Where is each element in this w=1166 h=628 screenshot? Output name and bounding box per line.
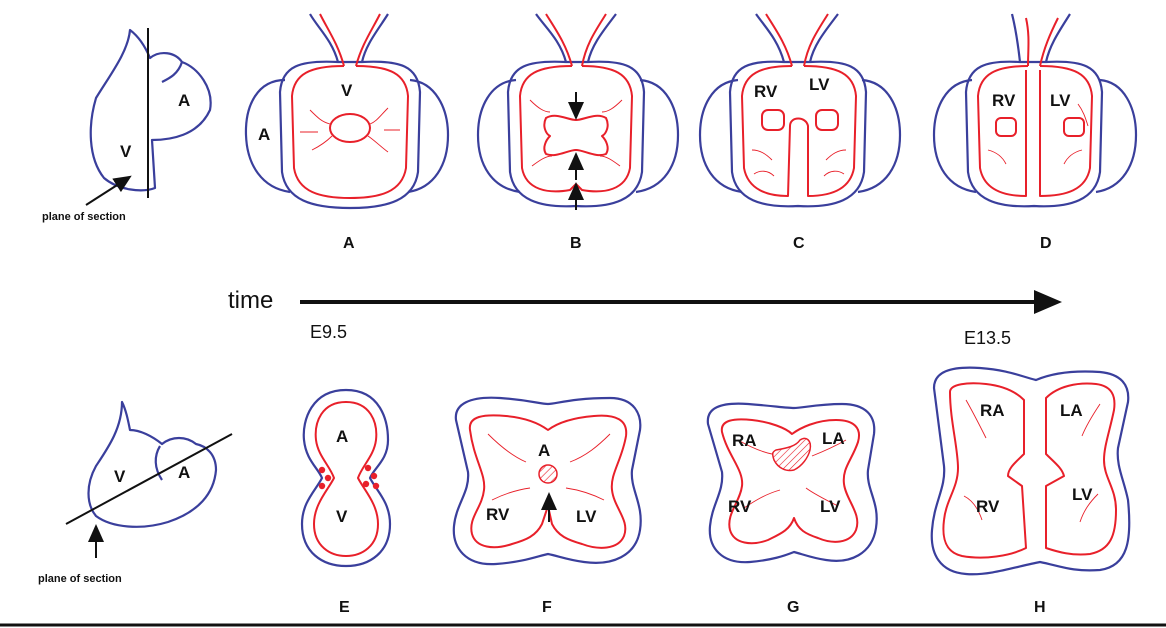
panel-f: A RV LV F <box>454 398 641 616</box>
panel-g-lv-label: LV <box>820 497 841 516</box>
bottom-schematic: V A plane of section <box>38 402 232 585</box>
panel-d-rv-label: RV <box>992 91 1016 110</box>
panel-e-v-label: V <box>336 507 348 526</box>
panel-c-rv-label: RV <box>754 82 778 101</box>
timeline-end: E13.5 <box>964 328 1011 348</box>
top-plane-arrow <box>86 180 125 205</box>
panel-e: A V E <box>302 390 390 616</box>
panel-a-v-label: V <box>341 81 353 100</box>
panel-b-cushion <box>544 116 607 155</box>
top-plane-label: plane of section <box>42 211 126 223</box>
panel-c-outflow <box>756 14 838 62</box>
panel-h-la-label: LA <box>1060 401 1083 420</box>
timeline-arrow-head <box>1034 290 1062 314</box>
panel-h-outline <box>932 368 1130 575</box>
panel-d-right-cushion <box>1064 118 1084 136</box>
panel-d-left-cushion <box>996 118 1016 136</box>
panel-c: RV LV C <box>700 14 900 252</box>
panel-g-la-label: LA <box>822 429 845 448</box>
top-schematic-a-label: A <box>178 91 190 110</box>
panel-c-left-atrium <box>700 80 742 192</box>
panel-g-ra-label: RA <box>732 431 757 450</box>
panel-f-lv-label: LV <box>576 507 597 526</box>
timeline: time E9.5 E13.5 <box>228 287 1062 348</box>
bottom-plane-label: plane of section <box>38 573 122 585</box>
timeline-label: time <box>228 287 273 314</box>
top-schematic-heart-outline <box>91 30 211 190</box>
panel-g: RA LA RV LV G <box>708 404 877 616</box>
panel-b: B <box>478 14 678 252</box>
panel-b-outflow <box>536 14 616 62</box>
panel-h-lv-label: LV <box>1072 485 1093 504</box>
panel-a: V A A <box>246 14 448 252</box>
panel-c-lv-label: LV <box>809 75 830 94</box>
bottom-schematic-a-label: A <box>178 463 190 482</box>
panel-d-lv-label: LV <box>1050 91 1071 110</box>
top-schematic: V A plane of section <box>42 28 211 223</box>
panel-c-right-cushion <box>816 110 838 130</box>
panel-d: RV LV D <box>934 14 1136 252</box>
panel-b-caption: B <box>570 235 582 252</box>
panel-g-outline <box>708 404 877 563</box>
panel-e-caption: E <box>339 599 350 616</box>
panel-h-ra-label: RA <box>980 401 1005 420</box>
panel-d-right-ventricle-lining <box>978 66 1028 196</box>
panel-a-cushion <box>330 114 370 142</box>
panel-f-cushion <box>539 465 557 483</box>
panel-h: RA LA RV LV H <box>932 368 1130 616</box>
panel-h-rv-label: RV <box>976 497 1000 516</box>
panel-b-left-atrium <box>478 80 520 192</box>
panel-a-caption: A <box>343 235 355 252</box>
panel-c-left-cushion <box>762 110 784 130</box>
panel-h-caption: H <box>1034 599 1046 616</box>
panel-f-caption: F <box>542 599 552 616</box>
panel-e-a-label: A <box>336 427 348 446</box>
panel-g-rv-label: RV <box>728 497 752 516</box>
panel-d-caption: D <box>1040 235 1052 252</box>
panel-f-a-label: A <box>538 441 550 460</box>
panel-f-rv-label: RV <box>486 505 510 524</box>
panel-a-a-label: A <box>258 125 270 144</box>
panel-e-lining <box>314 402 378 556</box>
panel-d-outflow <box>1012 14 1070 62</box>
top-schematic-v-label: V <box>120 142 132 161</box>
panel-c-caption: C <box>793 235 805 252</box>
panel-e-outline <box>302 390 390 566</box>
bottom-schematic-heart-outline <box>89 402 217 527</box>
panel-g-cushion <box>773 438 811 470</box>
timeline-start: E9.5 <box>310 322 347 342</box>
bottom-schematic-v-label: V <box>114 467 126 486</box>
panel-g-caption: G <box>787 599 799 616</box>
top-schematic-atrium-line <box>162 62 182 82</box>
panel-a-right-atrium <box>408 80 448 192</box>
